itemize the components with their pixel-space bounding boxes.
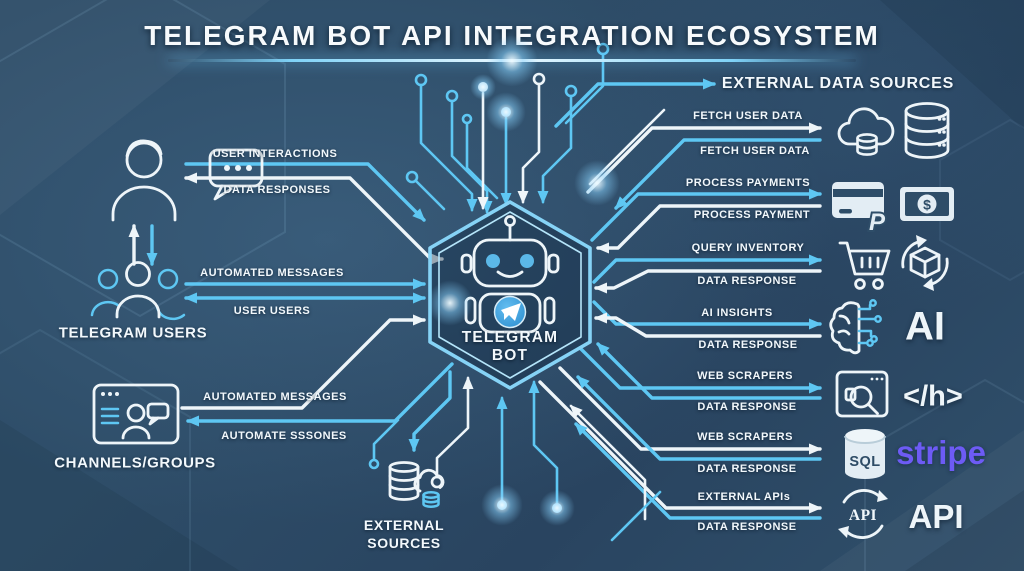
- browser-search-icon: [835, 370, 889, 418]
- hexagon-label-line1: TELEGRAM: [461, 329, 559, 346]
- package-sync-icon: [901, 235, 949, 291]
- external-data-sources-header: EXTERNAL DATA SOURCES: [721, 75, 955, 92]
- row7-request-label: EXTERNAL APIs: [697, 491, 791, 503]
- external-sources-database-icon: [388, 461, 445, 509]
- paypal-p-glyph: P: [869, 209, 886, 236]
- stripe-logo-text: stripe: [896, 434, 986, 471]
- code-text: </h>: [903, 380, 963, 413]
- telegram-bot-hexagon: [428, 200, 592, 390]
- circuit-traces-top: [405, 42, 666, 214]
- robot-telegram-icon: [460, 215, 560, 334]
- row1-response-label: FETCH USER DATA: [700, 145, 810, 157]
- user-users-label: USER USERS: [233, 305, 311, 317]
- database-server-icon: [904, 102, 950, 159]
- row7-response-label: DATA RESPONSE: [697, 521, 797, 533]
- external-sources-label-line2: SOURCES: [367, 535, 441, 551]
- ai-text: AI: [905, 304, 945, 349]
- channels-automated-messages-label: AUTOMATED MESSAGES: [203, 391, 347, 403]
- shopping-cart-icon: [838, 241, 891, 290]
- api-sync-icon: API: [838, 489, 888, 539]
- brain-circuit-icon: [829, 299, 882, 355]
- title-underline: [168, 59, 856, 62]
- channels-window-icon: [92, 383, 180, 445]
- row4-request-label: AI INSIGHTS: [701, 307, 773, 319]
- dollar-glyph: $: [923, 197, 931, 213]
- sql-database-icon: SQL: [844, 429, 886, 479]
- row4-response-label: DATA RESPONSE: [698, 339, 798, 351]
- row6-request-label: WEB SCRAPERS: [697, 431, 793, 443]
- api-inner-text: API: [849, 507, 877, 524]
- row2-request-label: PROCESS PAYMENTS: [685, 177, 811, 189]
- telegram-users-label: TELEGRAM USERS: [58, 324, 208, 342]
- row5-request-label: WEB SCRAPERS: [697, 370, 793, 382]
- automated-messages-label: AUTOMATED MESSAGES: [200, 267, 344, 279]
- row3-request-label: QUERY INVENTORY: [691, 242, 805, 254]
- channels-groups-label: CHANNELS/GROUPS: [54, 454, 216, 472]
- credit-card-paypal-icon: P: [832, 182, 888, 238]
- sql-text: SQL: [849, 454, 880, 470]
- automate-sssones-label: AUTOMATE SSSONES: [221, 430, 347, 442]
- page-title: TELEGRAM BOT API INTEGRATION ECOSYSTEM: [144, 20, 880, 51]
- dollar-bill-icon: $: [900, 187, 954, 221]
- row2-response-label: PROCESS PAYMENT: [693, 209, 811, 221]
- circuit-traces-bottom: [368, 370, 662, 542]
- hexagon-label-line2: BOT: [491, 347, 529, 364]
- cloud-database-icon: [837, 107, 895, 156]
- data-responses-label: DATA RESPONSES: [223, 184, 331, 196]
- row5-response-label: DATA RESPONSE: [697, 401, 797, 413]
- row6-response-label: DATA RESPONSE: [697, 463, 797, 475]
- row1-request-label: FETCH USER DATA: [693, 110, 803, 122]
- row3-response-label: DATA RESPONSE: [697, 275, 797, 287]
- external-sources-label-line1: EXTERNAL: [363, 517, 445, 533]
- api-text: API: [908, 498, 964, 535]
- left-flow-lines: [128, 162, 454, 427]
- user-interactions-label: USER INTERACTIONS: [212, 148, 338, 160]
- users-group-icon: [90, 261, 186, 321]
